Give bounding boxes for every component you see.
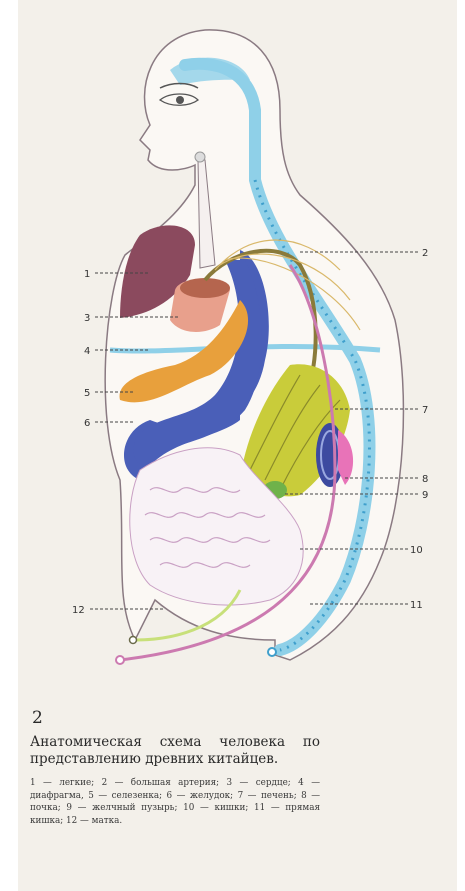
label-10: 10 [410, 545, 423, 556]
label-2: 2 [422, 248, 428, 259]
spine-end [268, 648, 276, 656]
label-12: 12 [72, 605, 85, 616]
figure-title: Анатомическая схема человека по представ… [30, 734, 320, 768]
label-4: 4 [84, 346, 90, 357]
label-8: 8 [422, 474, 428, 485]
uterus-end [130, 637, 137, 644]
rectum-end [116, 656, 124, 664]
figure-legend: 1 — легкие; 2 — большая артерия; 3 — сер… [30, 777, 320, 827]
figure-number: 2 [32, 708, 320, 728]
label-5: 5 [84, 388, 90, 399]
larynx [195, 152, 205, 162]
anatomy-diagram: 1 2 3 4 5 6 7 8 9 10 11 12 [0, 0, 465, 700]
label-9: 9 [422, 490, 428, 501]
label-3: 3 [84, 313, 90, 324]
heart-top [180, 278, 230, 298]
figure-caption: 2 Анатомическая схема человека по предст… [30, 708, 320, 827]
label-11: 11 [410, 600, 423, 611]
label-7: 7 [422, 405, 428, 416]
label-1: 1 [84, 269, 90, 280]
eye-pupil [176, 96, 184, 104]
label-6: 6 [84, 418, 90, 429]
